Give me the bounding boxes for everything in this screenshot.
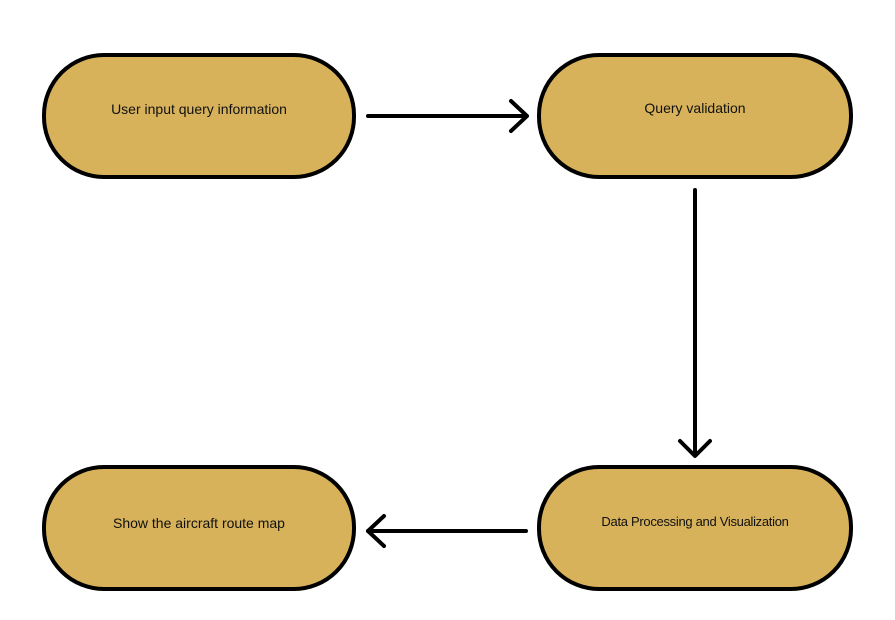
node-show-route-map: Show the aircraft route map: [42, 465, 356, 591]
node-label: User input query information: [111, 101, 287, 117]
node-label: Data Processing and Visualization: [601, 514, 789, 529]
arrow-validation-to-processing: [678, 188, 712, 458]
node-query-validation: Query validation: [537, 53, 853, 179]
arrow-processing-to-route-map: [366, 514, 528, 548]
node-label: Show the aircraft route map: [113, 515, 285, 531]
node-data-processing-visualization: Data Processing and Visualization: [537, 465, 853, 591]
node-user-input-query: User input query information: [42, 53, 356, 179]
node-label: Query validation: [644, 100, 746, 116]
arrow-input-to-validation: [366, 99, 529, 133]
